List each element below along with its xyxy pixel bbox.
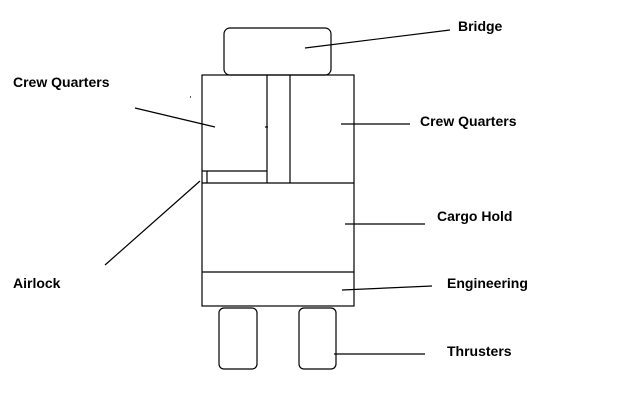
thruster-right <box>298 307 337 370</box>
thrusters-label: Thrusters <box>447 343 512 359</box>
crew-quarters-left-label: Crew Quarters <box>13 74 110 90</box>
airlock-label: Airlock <box>13 275 61 291</box>
crew-quarters-left-leader-line <box>134 107 216 128</box>
main-hull <box>201 74 355 307</box>
bridge-label: Bridge <box>458 18 503 34</box>
bridge-module <box>223 27 332 76</box>
bridge-leader-line <box>304 29 451 49</box>
engineering-label: Engineering <box>447 275 528 291</box>
airlock-leader-line <box>104 180 201 266</box>
cargo-hold-label: Cargo Hold <box>437 208 513 224</box>
engineering-leader-line <box>341 285 433 291</box>
crew-quarters-right-label: Crew Quarters <box>420 113 517 129</box>
thruster-left <box>218 307 258 370</box>
